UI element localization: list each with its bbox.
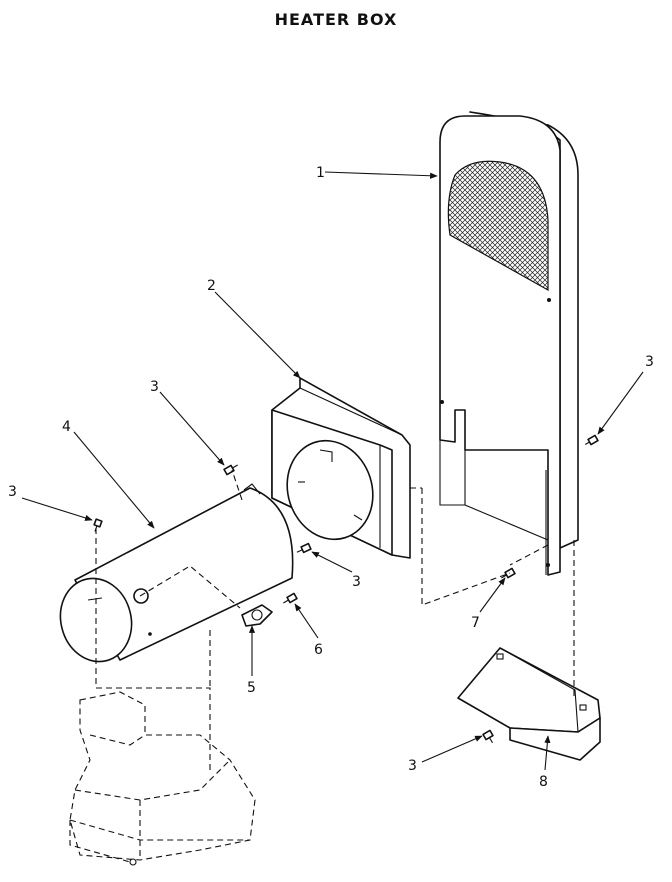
part-8-bracket (457, 647, 601, 761)
part-5-thermostat (241, 604, 273, 627)
callout-3-left: 3 (8, 484, 17, 500)
callout-7: 7 (471, 615, 480, 631)
part-4-heater-duct (59, 483, 294, 663)
callout-3-center: 3 (352, 574, 361, 590)
part-1-back-panel (439, 111, 579, 576)
callout-5: 5 (247, 680, 256, 696)
callout-4: 4 (62, 419, 71, 435)
screw-fasteners (93, 434, 599, 744)
callout-2: 2 (207, 278, 216, 294)
callout-3-right: 3 (645, 354, 654, 370)
part-2-heater-frame (271, 377, 411, 559)
callout-6: 6 (314, 642, 323, 658)
callout-leaders (21, 171, 644, 771)
callout-3-upper: 3 (150, 379, 159, 395)
reference-blower-housing (69, 691, 256, 866)
callout-8: 8 (539, 774, 548, 790)
diagram-title: HEATER BOX (274, 10, 398, 29)
callout-3-bottom: 3 (408, 758, 417, 774)
assembly-guide-lines (95, 469, 575, 770)
callout-1: 1 (316, 165, 325, 181)
callout-labels: 1 2 3 4 3 3 3 6 5 7 3 8 (8, 165, 654, 790)
